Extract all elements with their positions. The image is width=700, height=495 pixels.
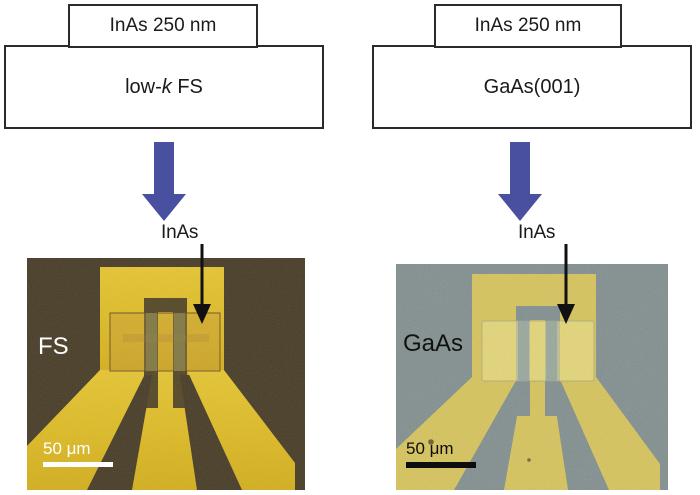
material-label-gaas: GaAs — [403, 330, 464, 357]
film-box-left: InAs 250 nm — [68, 4, 258, 48]
scalebar-text-left: 50 μm — [43, 439, 91, 458]
film-box-right: InAs 250 nm — [434, 4, 622, 48]
schematic-panel-right: GaAs(001) InAs 250 nm — [350, 0, 700, 140]
micrograph-left-image — [27, 258, 305, 490]
scalebar-line-left — [43, 462, 113, 467]
down-arrow-icon-right — [498, 142, 542, 221]
scalebar-right: 50 μm — [406, 440, 476, 468]
callout-label-right: InAs — [518, 222, 556, 243]
down-arrow-icon-left — [142, 142, 186, 221]
scalebar-line-right — [406, 462, 476, 468]
film-label-left: InAs 250 nm — [109, 15, 217, 36]
schematic-panel-left: low-k FS InAs 250 nm — [0, 0, 350, 140]
substrate-box-left: low-k FS — [4, 45, 324, 129]
callout-label-left: InAs — [161, 222, 199, 243]
micrograph-left — [27, 258, 305, 490]
substrate-label-italic-left: k — [161, 75, 172, 98]
material-label-fs: FS — [38, 333, 69, 360]
substrate-box-right: GaAs(001) — [372, 45, 692, 129]
film-label-right: InAs 250 nm — [474, 15, 582, 36]
scalebar-text-right: 50 μm — [406, 439, 454, 458]
substrate-label-right: GaAs(001) — [483, 75, 581, 98]
scalebar-left: 50 μm — [43, 440, 113, 467]
substrate-label-left: low-k FS — [125, 75, 203, 98]
